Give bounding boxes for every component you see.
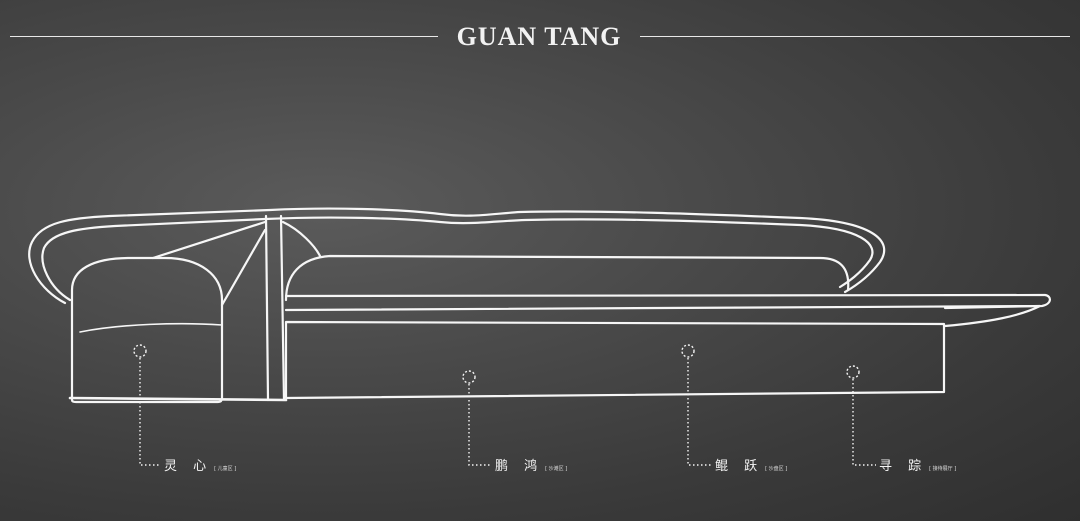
hotspot-name: 鲲 跃 bbox=[715, 459, 764, 474]
hotspot-subtitle: [ 沙盘区 ] bbox=[765, 466, 788, 472]
mullions-left bbox=[91, 259, 211, 398]
roof-inner-line bbox=[41, 216, 874, 302]
header: GUAN TANG bbox=[0, 14, 1080, 58]
left-volume-band bbox=[79, 322, 223, 333]
strut-left-a bbox=[151, 220, 267, 260]
long-slab bbox=[284, 293, 1051, 312]
central-pillar bbox=[264, 214, 286, 402]
hotspot-subtitle: [ 儿童区 ] bbox=[214, 466, 237, 472]
hotspot-marker-4[interactable] bbox=[846, 365, 876, 466]
hotspot-name: 灵 心 bbox=[164, 459, 213, 474]
mullions-lower bbox=[299, 328, 916, 394]
hotspot-marker-2[interactable] bbox=[462, 370, 492, 466]
strut-right bbox=[281, 220, 322, 258]
hotspot-marker-1[interactable] bbox=[133, 344, 160, 466]
hotspot-subtitle: [ 接待展厅 ] bbox=[929, 466, 957, 472]
roof-outline bbox=[28, 207, 886, 305]
left-volume bbox=[70, 256, 224, 404]
header-rule-right bbox=[640, 36, 1070, 37]
strut-left-b bbox=[220, 228, 267, 307]
slab-tip bbox=[943, 304, 1042, 328]
hotspot-label-2[interactable]: 鹏 鸿 [ 沙滩区 ] bbox=[495, 455, 567, 474]
hotspot-name: 寻 踪 bbox=[879, 459, 928, 474]
hotspot-label-4[interactable]: 寻 踪 [ 接待展厅 ] bbox=[879, 455, 956, 474]
mullions-upper bbox=[315, 260, 836, 294]
header-rule-left bbox=[10, 36, 438, 37]
lower-volume bbox=[284, 320, 946, 400]
page-title: GUAN TANG bbox=[456, 22, 622, 51]
hotspot-label-3[interactable]: 鲲 跃 [ 沙盘区 ] bbox=[715, 455, 787, 474]
hotspot-subtitle: [ 沙滩区 ] bbox=[545, 466, 568, 472]
hotspot-marker-3[interactable] bbox=[681, 344, 712, 466]
upper-volume bbox=[284, 254, 850, 302]
hotspot-name: 鹏 鸿 bbox=[495, 459, 544, 474]
base-line bbox=[68, 396, 288, 402]
hotspot-label-1[interactable]: 灵 心 [ 儿童区 ] bbox=[164, 455, 236, 474]
